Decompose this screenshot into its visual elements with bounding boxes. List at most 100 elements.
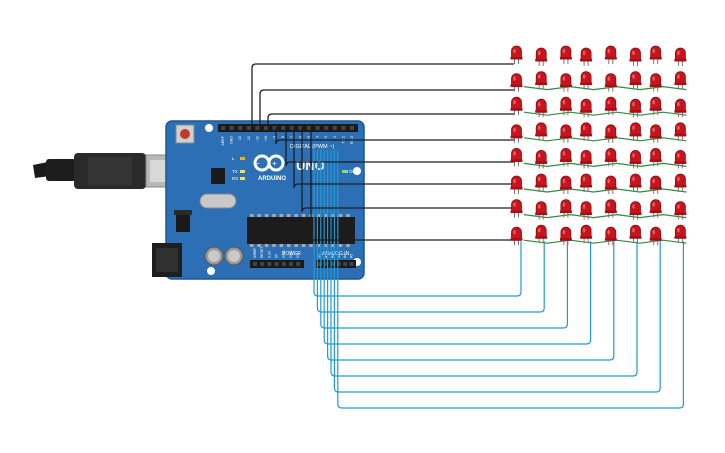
led[interactable]	[674, 224, 687, 244]
header-pin[interactable]	[298, 126, 303, 130]
header-pin[interactable]	[343, 262, 348, 266]
led[interactable]	[510, 148, 523, 167]
led[interactable]	[535, 201, 548, 220]
led[interactable]	[604, 199, 617, 218]
header-pin[interactable]	[318, 262, 322, 266]
led[interactable]	[580, 71, 593, 90]
row-wire[interactable]	[251, 63, 514, 127]
column-wire[interactable]	[316, 150, 545, 313]
column-wire[interactable]	[337, 150, 684, 409]
led[interactable]	[559, 73, 572, 92]
led[interactable]	[580, 98, 593, 118]
led[interactable]	[629, 173, 642, 192]
header-pin[interactable]	[349, 262, 354, 266]
led[interactable]	[604, 45, 617, 64]
led[interactable]	[510, 124, 523, 143]
header-pin[interactable]	[336, 262, 341, 266]
row-wire[interactable]	[267, 113, 514, 127]
column-wire[interactable]	[320, 150, 568, 329]
led[interactable]	[674, 71, 687, 90]
row-wire[interactable]	[293, 127, 514, 189]
header-pin[interactable]	[289, 126, 294, 130]
led[interactable]	[535, 71, 548, 90]
led[interactable]	[629, 47, 642, 66]
led[interactable]	[629, 201, 642, 220]
led[interactable]	[629, 150, 642, 169]
header-pin[interactable]	[307, 126, 311, 130]
header-pin[interactable]	[267, 262, 272, 266]
row-wire[interactable]	[275, 127, 514, 145]
header-pin[interactable]	[341, 126, 346, 130]
led[interactable]	[649, 45, 662, 64]
led[interactable]	[580, 224, 593, 244]
column-wire[interactable]	[333, 150, 661, 393]
led[interactable]	[510, 96, 523, 116]
led[interactable]	[649, 96, 662, 116]
led[interactable]	[535, 173, 548, 192]
header-pin[interactable]	[274, 262, 279, 266]
led[interactable]	[649, 124, 662, 143]
led[interactable]	[510, 73, 523, 92]
led[interactable]	[580, 47, 593, 66]
led[interactable]	[674, 150, 687, 169]
header-pin[interactable]	[332, 126, 337, 130]
led[interactable]	[510, 45, 523, 64]
led[interactable]	[535, 98, 548, 118]
led[interactable]	[535, 122, 548, 141]
header-pin[interactable]	[272, 126, 277, 130]
led[interactable]	[674, 98, 687, 118]
led[interactable]	[604, 124, 617, 143]
led[interactable]	[559, 45, 572, 64]
led[interactable]	[510, 175, 523, 194]
led[interactable]	[649, 73, 662, 92]
led[interactable]	[559, 96, 572, 116]
led[interactable]	[674, 122, 687, 141]
column-wire[interactable]	[327, 150, 615, 361]
led[interactable]	[649, 226, 662, 246]
led[interactable]	[580, 122, 593, 141]
row-wire[interactable]	[259, 89, 514, 127]
header-pin[interactable]	[289, 262, 293, 266]
led[interactable]	[535, 47, 548, 66]
led[interactable]	[604, 226, 617, 246]
led[interactable]	[559, 148, 572, 167]
led[interactable]	[674, 173, 687, 192]
led[interactable]	[604, 73, 617, 92]
header-pin[interactable]	[324, 262, 329, 266]
led[interactable]	[674, 201, 687, 220]
column-wire[interactable]	[323, 150, 592, 345]
led[interactable]	[580, 173, 593, 192]
header-pin[interactable]	[246, 126, 251, 130]
led[interactable]	[559, 175, 572, 194]
column-wire[interactable]	[313, 150, 522, 297]
header-pin[interactable]	[330, 262, 335, 266]
column-wire[interactable]	[330, 150, 638, 377]
reset-button-icon[interactable]	[175, 124, 195, 144]
header-pin[interactable]	[260, 262, 265, 266]
header-pin[interactable]	[315, 126, 320, 130]
led[interactable]	[535, 150, 548, 169]
row-wire[interactable]	[310, 127, 514, 241]
header-pin[interactable]	[350, 126, 354, 130]
led[interactable]	[604, 148, 617, 167]
led[interactable]	[510, 199, 523, 218]
led[interactable]	[559, 124, 572, 143]
header-pin[interactable]	[229, 126, 234, 130]
led[interactable]	[559, 226, 572, 246]
row-wire[interactable]	[301, 127, 514, 213]
led[interactable]	[580, 150, 593, 169]
led[interactable]	[649, 199, 662, 218]
led[interactable]	[674, 47, 687, 66]
led[interactable]	[629, 98, 642, 118]
led[interactable]	[510, 226, 523, 246]
led[interactable]	[629, 122, 642, 141]
header-pin[interactable]	[296, 262, 301, 266]
power-jack-icon[interactable]	[152, 243, 182, 277]
led[interactable]	[604, 175, 617, 194]
led[interactable]	[629, 224, 642, 244]
led[interactable]	[559, 199, 572, 218]
header-pin[interactable]	[253, 262, 257, 266]
led[interactable]	[649, 148, 662, 167]
header-pin[interactable]	[324, 126, 329, 130]
header-pin[interactable]	[255, 126, 260, 130]
